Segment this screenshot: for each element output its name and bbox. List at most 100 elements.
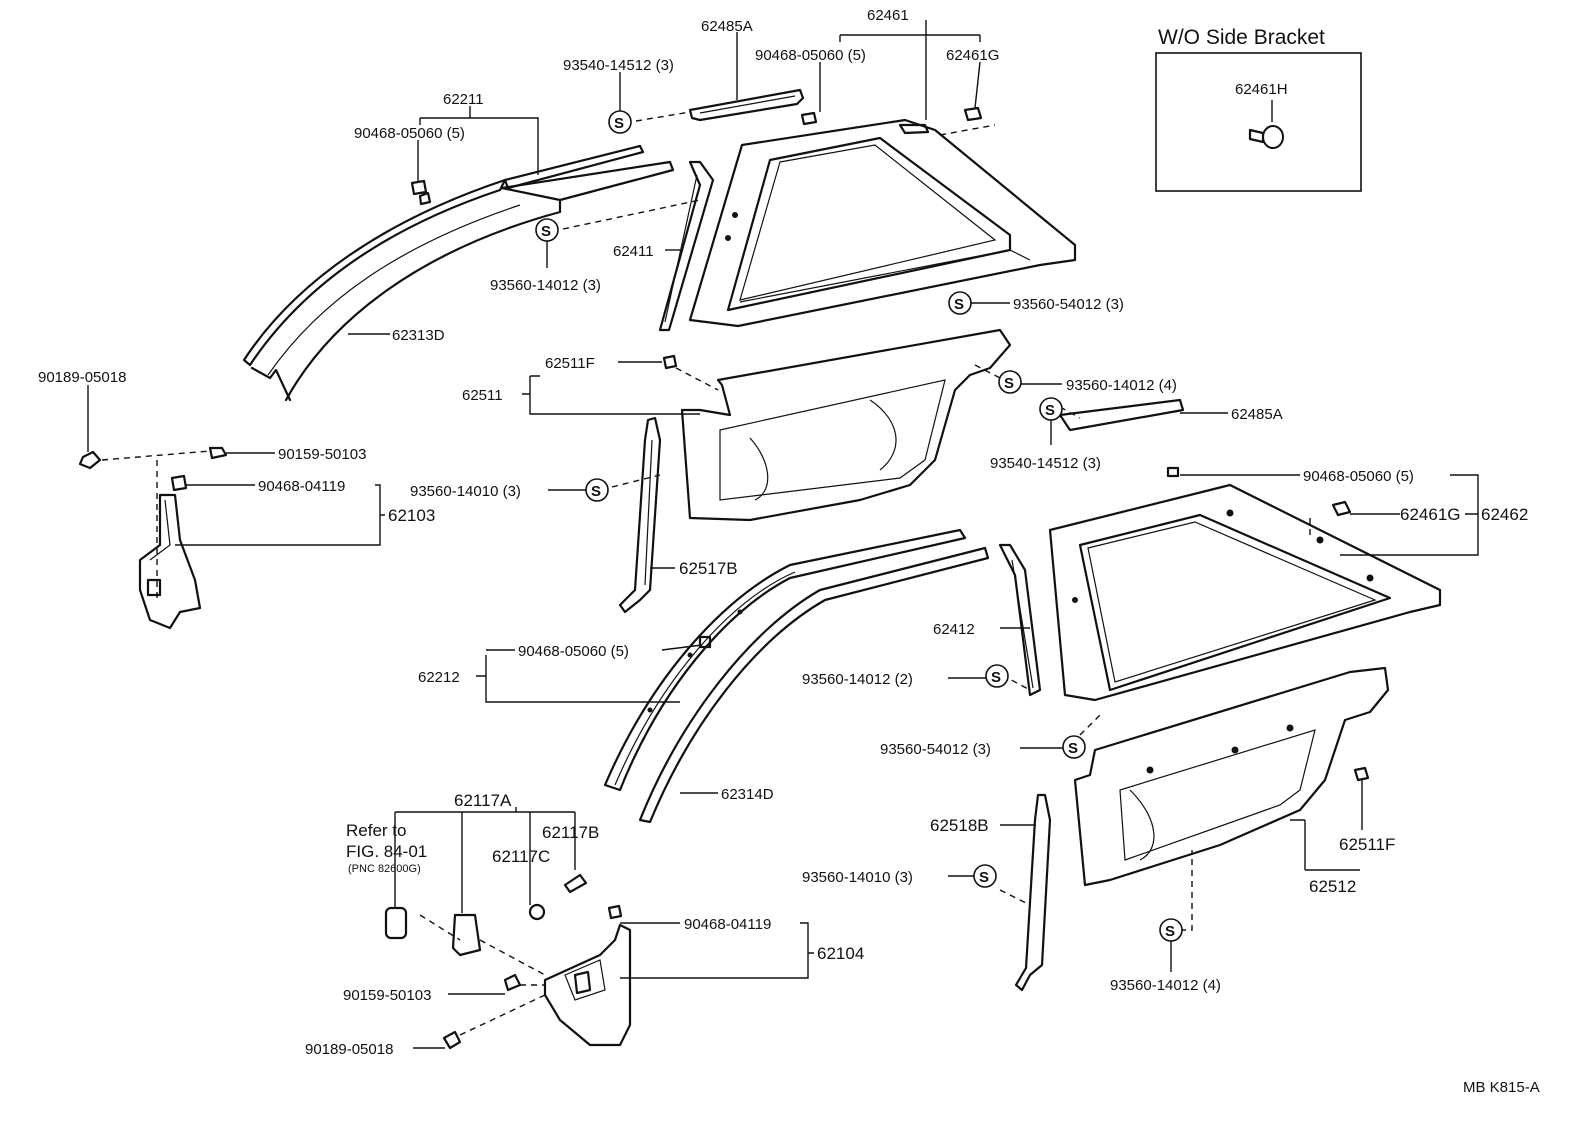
- label-93560-14010-top: 93560-14010 (3): [410, 483, 521, 500]
- s-symbol-3: S: [948, 291, 972, 315]
- clip-62117B-icon: [563, 873, 588, 894]
- label-90468-top: 90468-05060 (5): [755, 47, 866, 64]
- label-62511: 62511: [462, 387, 503, 404]
- s-symbol-7: S: [985, 664, 1009, 688]
- s-symbol-5: S: [1039, 397, 1063, 421]
- weatherstrip-62211: [418, 144, 675, 206]
- clip-90468-04119-bot-icon: [607, 904, 623, 920]
- dashed-connectors: [101, 111, 1311, 1036]
- inset-box: W/O Side Bracket 62461H: [1155, 26, 1362, 192]
- label-62411: 62411: [613, 243, 654, 260]
- screw-90159-top-icon: [208, 446, 228, 460]
- label-62485A-top: 62485A: [701, 18, 753, 35]
- label-93540-top: 93540-14512 (3): [563, 57, 674, 74]
- clip-90468-left-icon: [410, 179, 428, 196]
- label-90468-mid: 90468-05060 (5): [518, 643, 629, 660]
- label-62103: 62103: [388, 506, 435, 525]
- windshield-moulding-62411: [658, 160, 715, 332]
- label-93560-14012-2: 93560-14012 (2): [802, 671, 913, 688]
- bracket-62485A-top: [688, 88, 805, 122]
- clip-62511F-right-icon: [1353, 766, 1370, 782]
- label-62518B: 62518B: [930, 816, 989, 835]
- label-62511F-right: 62511F: [1339, 835, 1395, 854]
- clip-62461G-right-icon: [1331, 500, 1352, 517]
- s-symbol-6: S: [585, 478, 609, 502]
- label-90189-bot: 90189-05018: [305, 1041, 393, 1058]
- label-62117C: 62117C: [492, 847, 550, 866]
- side-trim-panel-62512: [1073, 666, 1390, 887]
- label-90189-top: 90189-05018: [38, 369, 126, 386]
- quarter-window-garnish-62461: [688, 118, 1077, 328]
- label-62461G-top: 62461G: [946, 47, 999, 64]
- label-62485A-mid: 62485A: [1231, 406, 1283, 423]
- clip-62461G-top-icon: [963, 106, 983, 122]
- label-62512: 62512: [1309, 877, 1356, 896]
- label-93560-14012-3: 93560-14012 (3): [490, 277, 601, 294]
- clip-90468-top-icon: [800, 111, 818, 126]
- clip-90189-top-icon: [78, 450, 102, 470]
- label-62517B: 62517B: [679, 559, 738, 578]
- bracket-62485A-mid-icon: [1058, 398, 1185, 432]
- pillar-trim-62103: [138, 493, 202, 630]
- svg-text:S: S: [591, 483, 601, 500]
- refer-line2: FIG. 84-01: [346, 842, 427, 861]
- quarter-window-garnish-62462: [1048, 483, 1442, 702]
- clip-90468-right-icon: [1166, 466, 1180, 478]
- svg-text:S: S: [1068, 740, 1078, 757]
- svg-text:S: S: [1165, 923, 1175, 940]
- label-93560-54012-bot: 93560-54012 (3): [880, 741, 991, 758]
- s-symbol-10: S: [1159, 918, 1183, 942]
- label-93560-14010-bot: 93560-14010 (3): [802, 869, 913, 886]
- inset-frame: [1155, 52, 1362, 192]
- label-62461H: 62461H: [1235, 81, 1288, 98]
- label-62117A: 62117A: [454, 791, 512, 810]
- cover-icon: [384, 906, 408, 940]
- inset-title: W/O Side Bracket: [1158, 26, 1325, 49]
- label-62461: 62461: [867, 7, 909, 24]
- svg-text:S: S: [954, 296, 964, 313]
- leader-lines: [87, 20, 1479, 1049]
- label-93540-mid: 93540-14512 (3): [990, 455, 1101, 472]
- windshield-moulding-62412: [998, 543, 1042, 697]
- footer-code: MB K815-A: [1463, 1079, 1540, 1096]
- pillar-trim-62517B: [618, 416, 662, 614]
- label-93560-54012-top: 93560-54012 (3): [1013, 296, 1124, 313]
- refer-line3: (PNC 82600G): [348, 863, 421, 875]
- s-symbol-2: S: [535, 218, 559, 242]
- label-90468-04119-top: 90468-04119: [258, 478, 345, 495]
- label-62211: 62211: [443, 91, 484, 108]
- clip-90468-mid-icon: [698, 635, 712, 649]
- label-93560-14012-4-top: 93560-14012 (4): [1066, 377, 1177, 394]
- label-90468-right: 90468-05060 (5): [1303, 468, 1414, 485]
- svg-text:S: S: [541, 223, 551, 240]
- part-labels: 62485A 93540-14512 (3) 62461 90468-05060…: [38, 7, 1540, 1096]
- svg-text:S: S: [1045, 402, 1055, 419]
- label-62117B: 62117B: [542, 823, 599, 842]
- label-62314D: 62314D: [721, 786, 774, 803]
- clip-62511F-top-icon: [662, 354, 678, 370]
- svg-text:S: S: [1004, 375, 1014, 392]
- clip-90189-bot-icon: [442, 1030, 462, 1050]
- clip-90468-04119-top-icon: [170, 474, 188, 492]
- side-trim-panel-62511: [680, 328, 1012, 522]
- label-90159-bot: 90159-50103: [343, 987, 431, 1004]
- pillar-trim-62518B: [1014, 793, 1052, 992]
- s-symbol-4: S: [998, 370, 1022, 394]
- label-62461G-right: 62461G: [1400, 505, 1461, 524]
- label-62462: 62462: [1481, 505, 1528, 524]
- small-parts: [78, 106, 1370, 1050]
- bracket-62117A-icon: [451, 913, 482, 957]
- clip-62117C-icon: [528, 903, 546, 921]
- svg-text:S: S: [614, 115, 624, 132]
- refer-line1: Refer to: [346, 821, 406, 840]
- label-90468-04119-bot: 90468-04119: [684, 916, 771, 933]
- s-symbol-1: S: [608, 110, 632, 134]
- screw-90159-bot-icon: [503, 973, 522, 992]
- svg-text:S: S: [991, 669, 1001, 686]
- label-62511F-top: 62511F: [545, 355, 595, 372]
- s-symbols: S S S S S S S S S S: [535, 110, 1183, 942]
- clip-62461H-icon: [1248, 125, 1284, 149]
- pillar-trim-62104: [543, 923, 632, 1047]
- label-62212: 62212: [418, 669, 460, 686]
